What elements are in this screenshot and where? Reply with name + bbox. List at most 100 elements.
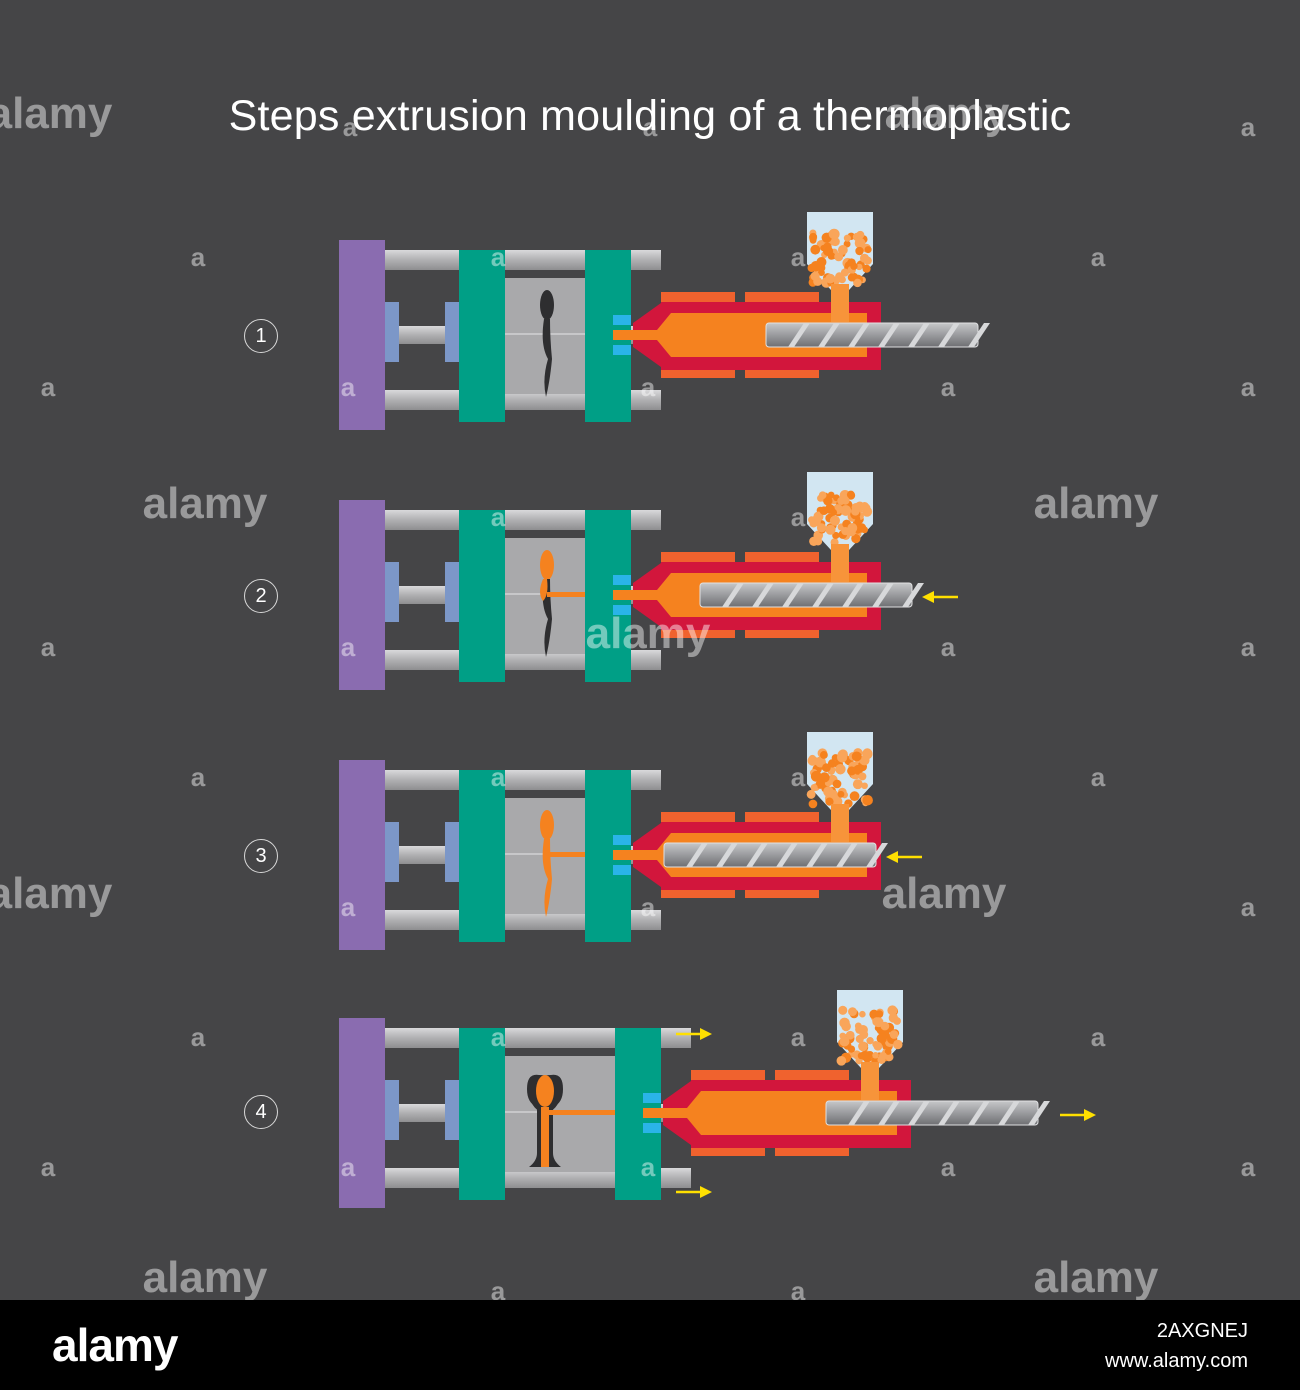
watermark-a: a <box>41 632 56 662</box>
pellet <box>838 275 846 284</box>
step-number-2: 2 <box>244 579 278 613</box>
pellet <box>825 524 836 535</box>
screw-flights <box>686 843 888 867</box>
watermark-a: a <box>491 1022 506 1052</box>
hopper-pellets <box>806 748 873 809</box>
watermark-a: a <box>641 1152 656 1182</box>
pellet <box>838 1005 848 1015</box>
pellet <box>856 230 865 239</box>
pellet <box>830 508 838 516</box>
screw-flight <box>722 583 744 607</box>
screw-flight <box>776 843 798 867</box>
pellet <box>839 751 847 760</box>
pellet <box>840 268 849 277</box>
pellet <box>827 491 835 499</box>
watermark-a: a <box>341 892 356 922</box>
nozzle-bottom <box>643 1123 661 1133</box>
machines-layer <box>339 212 1096 1208</box>
pellet <box>815 756 826 768</box>
screw-flight <box>812 583 834 607</box>
pellet <box>873 1041 883 1051</box>
watermark-a: a <box>1241 1152 1256 1182</box>
heater-band <box>745 552 819 564</box>
pellet <box>810 261 821 272</box>
pellet <box>858 1041 868 1052</box>
pellet <box>853 278 862 288</box>
pellet <box>829 515 840 526</box>
watermark-a: a <box>941 1152 956 1182</box>
watermark-a: a <box>491 762 506 792</box>
pellet <box>819 506 829 516</box>
watermark-a: a <box>1241 892 1256 922</box>
screw-flight <box>968 323 990 347</box>
pellet <box>835 764 846 775</box>
heater-band <box>691 1070 765 1082</box>
hopper-feed <box>861 1062 879 1100</box>
pellet <box>873 1017 884 1028</box>
spacer-left <box>385 1080 399 1140</box>
moving-platen <box>459 770 505 942</box>
pellet <box>860 503 868 511</box>
watermark-alamy: alamy <box>885 89 1010 138</box>
pellet <box>843 234 851 242</box>
hopper-feed <box>831 544 849 582</box>
pellet <box>810 271 820 281</box>
screw-flight <box>908 323 930 347</box>
pellet <box>823 242 832 252</box>
watermark-a: a <box>491 1276 506 1300</box>
pellet <box>846 490 855 499</box>
watermark-a: a <box>641 372 656 402</box>
pellet <box>815 779 826 789</box>
pellet <box>858 1024 868 1035</box>
melt-partial <box>540 579 548 601</box>
pellet <box>818 491 827 500</box>
pellet <box>825 273 836 284</box>
watermark-alamy: alamy <box>143 1253 268 1300</box>
heater-band <box>775 1070 849 1082</box>
pellet <box>850 262 858 270</box>
step-number-4: 4 <box>244 1095 278 1129</box>
pellet <box>855 246 864 256</box>
heater-band <box>661 812 735 824</box>
pellet <box>859 253 870 263</box>
pellet <box>808 799 818 809</box>
fixed-platen <box>339 1018 385 1208</box>
pellet <box>823 786 834 797</box>
pellet <box>834 252 844 262</box>
pellet <box>851 502 861 512</box>
pellet <box>875 1010 884 1019</box>
hopper-feed <box>831 284 849 322</box>
screw-flight <box>848 323 870 347</box>
watermark-a: a <box>791 502 806 532</box>
mould-cavity-head <box>540 550 554 580</box>
pellet <box>830 237 840 247</box>
nozzle-top <box>643 1093 661 1103</box>
pellet <box>861 782 868 790</box>
pellet <box>862 795 873 806</box>
nozzle-top <box>613 835 631 845</box>
screw-flight <box>842 583 864 607</box>
screw-flight <box>902 583 924 607</box>
injection-machine-3 <box>339 732 922 950</box>
pellet <box>809 232 818 241</box>
watermark-alamy: alamy <box>143 479 268 528</box>
pellet <box>836 1055 847 1066</box>
pellet <box>837 790 845 798</box>
watermark-alamy: alamy <box>586 609 711 658</box>
pellet <box>839 1036 850 1047</box>
arrow-head <box>886 851 898 863</box>
screw-flight <box>968 1101 990 1125</box>
pellet <box>847 1045 856 1053</box>
injection-machine-4 <box>339 990 1096 1208</box>
mould-cavity-handle <box>542 839 552 917</box>
watermark-a: a <box>1241 112 1256 142</box>
screw-flights <box>848 1101 1050 1125</box>
spacer-right <box>445 302 459 362</box>
watermark-a: a <box>191 762 206 792</box>
mould-cavity-handle <box>542 579 552 657</box>
melt-runner <box>547 592 587 597</box>
melt-runner <box>547 1110 617 1115</box>
screw-flight <box>788 323 810 347</box>
arrow-head <box>700 1028 712 1040</box>
pellet <box>810 770 822 782</box>
